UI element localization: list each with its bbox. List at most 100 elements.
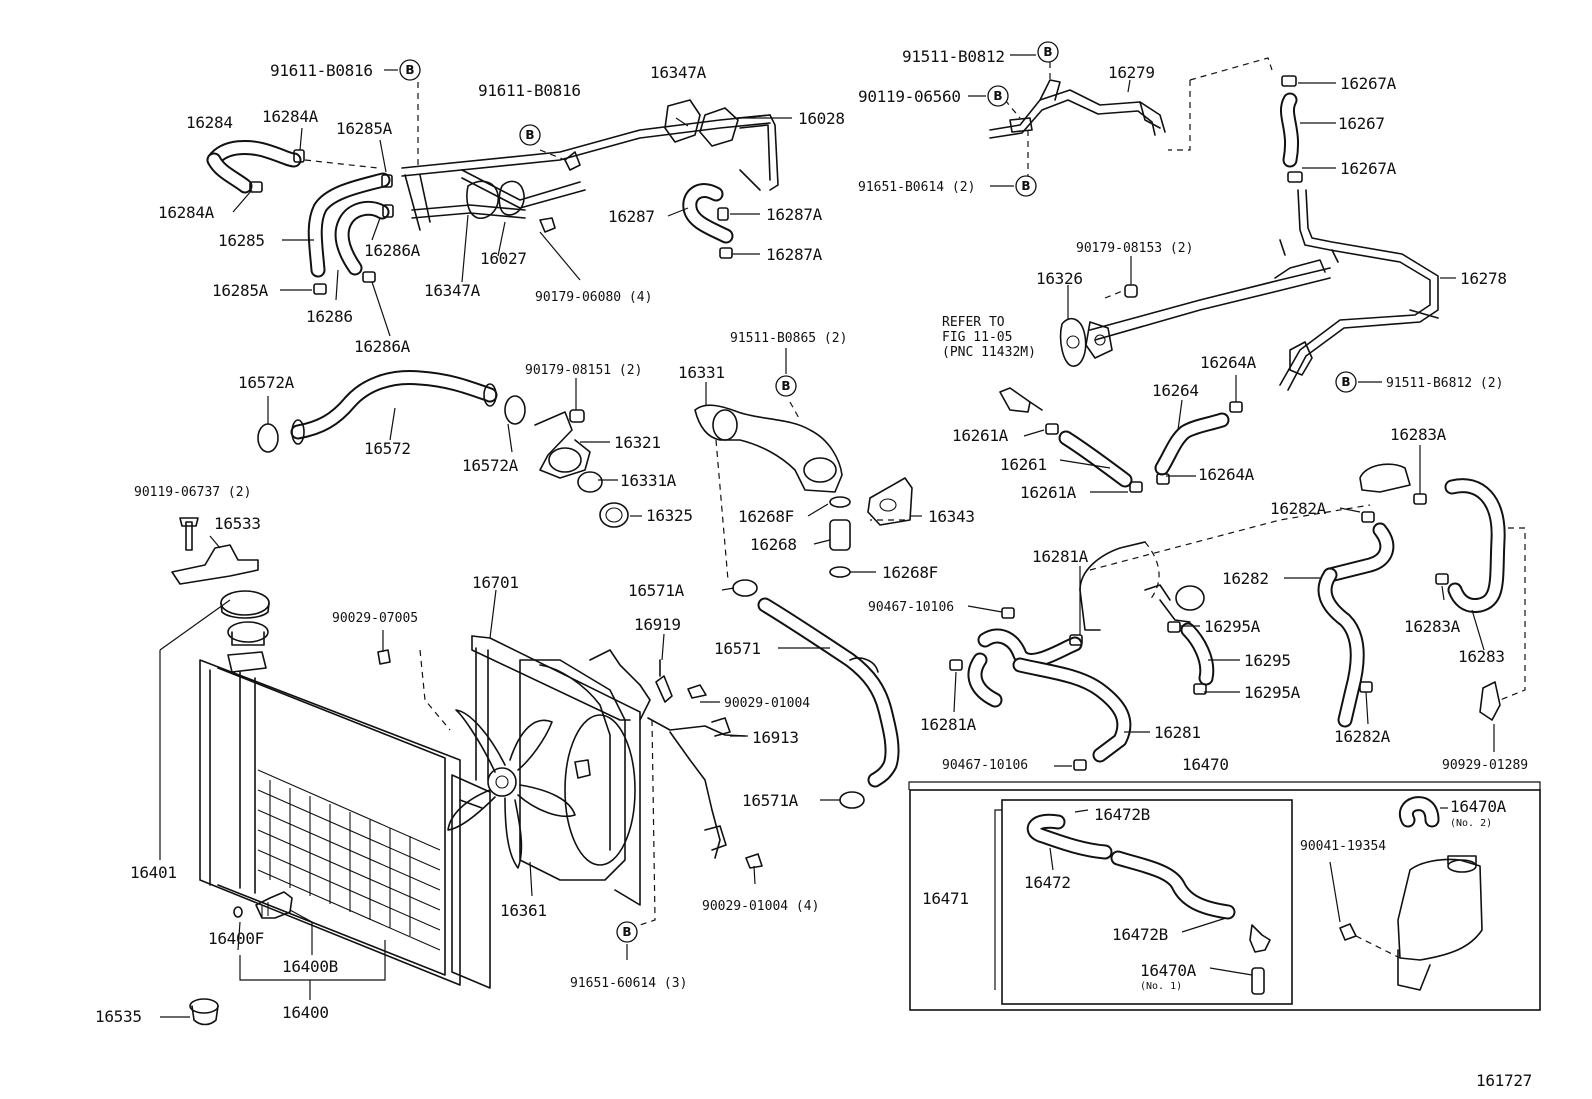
- part-label: 16267: [1338, 114, 1385, 133]
- inlet-hose-group: [257, 369, 629, 528]
- part-label: 16331A: [620, 471, 677, 490]
- part-label: 16295: [1244, 651, 1291, 670]
- part-label: 90029-01004 (4): [702, 899, 819, 914]
- part-label: 16572A: [462, 456, 519, 475]
- part-label: 16267A: [1340, 159, 1397, 178]
- part-label: 16470: [1182, 755, 1229, 774]
- part-label: 16264A: [1200, 353, 1257, 372]
- part-label: 16287A: [766, 245, 823, 264]
- part-label: 16347A: [650, 63, 707, 82]
- water-outlet-group: [694, 404, 913, 578]
- part-label: 16267A: [1340, 74, 1397, 93]
- part-label: 16283: [1458, 647, 1505, 666]
- reservoir-outer-box: [909, 789, 1541, 1011]
- part-label: 90029-01004: [724, 696, 810, 711]
- part-label: 16919: [634, 615, 681, 634]
- upper-right-pipe-group: [989, 75, 1439, 413]
- part-label: 90119-06560: [858, 87, 961, 106]
- reference-lines: [304, 57, 1273, 926]
- part-label: 16533: [214, 514, 261, 533]
- part-label: 16283A: [1390, 425, 1447, 444]
- svg-text:B: B: [405, 63, 414, 77]
- lower-hose-group: [732, 579, 900, 809]
- part-labels: 91611-B0816 91611-B0816 16347A 16028 162…: [95, 47, 1532, 1090]
- part-label: 16264: [1152, 381, 1199, 400]
- part-label: 16470A: [1140, 961, 1197, 980]
- part-label: 16282A: [1334, 727, 1391, 746]
- part-label: 91651-60614 (3): [570, 976, 687, 991]
- part-label: 16268F: [738, 507, 794, 526]
- reservoir-group: [908, 781, 1541, 1011]
- radiator-assembly: [171, 517, 491, 1026]
- part-label: 16261A: [952, 426, 1009, 445]
- part-label: 16361: [500, 901, 547, 920]
- part-label: 16287: [608, 207, 655, 226]
- refer-note-line: FIG 11-05: [942, 330, 1012, 345]
- part-label: 16278: [1460, 269, 1507, 288]
- part-label: 16343: [928, 507, 975, 526]
- part-label: 90179-08151 (2): [525, 363, 642, 378]
- part-label: 90929-01289: [1442, 758, 1528, 773]
- part-label: 16572: [364, 439, 411, 458]
- part-label: 16285A: [212, 281, 269, 300]
- svg-text:B: B: [993, 89, 1002, 103]
- refer-note-line: (PNC 11432M): [942, 345, 1036, 360]
- part-label: 16283A: [1404, 617, 1461, 636]
- reservoir-inner-box: [1001, 799, 1293, 1005]
- part-label: 90179-08153 (2): [1076, 241, 1193, 256]
- part-label: 16913: [752, 728, 799, 747]
- part-label: 16295A: [1244, 683, 1301, 702]
- part-label: 16472: [1024, 873, 1071, 892]
- bolt-marker: B: [1015, 175, 1037, 197]
- part-label: (No. 2): [1450, 818, 1492, 829]
- part-label: 91651-B0614 (2): [858, 180, 975, 195]
- part-label: 90467-10106: [942, 758, 1028, 773]
- part-label: 16347A: [424, 281, 481, 300]
- part-label: 91611-B0816: [270, 61, 373, 80]
- part-label: 90029-07005: [332, 611, 418, 626]
- svg-text:B: B: [781, 379, 790, 393]
- part-label: 16571A: [742, 791, 799, 810]
- part-label: 16472B: [1094, 805, 1150, 824]
- part-label: 16295A: [1204, 617, 1261, 636]
- part-label: 16572A: [238, 373, 295, 392]
- part-label: 16326: [1036, 269, 1083, 288]
- radiator-core-pattern: [257, 769, 441, 951]
- part-label: 90467-10106: [868, 600, 954, 615]
- bolt-marker: B: [1037, 41, 1059, 63]
- part-label: 16284A: [158, 203, 215, 222]
- svg-text:B: B: [1021, 179, 1030, 193]
- part-label: 16287A: [766, 205, 823, 224]
- part-label: 16285: [218, 231, 265, 250]
- svg-text:B: B: [1341, 375, 1350, 389]
- part-label: 16321: [614, 433, 661, 452]
- part-label: 16284: [186, 113, 233, 132]
- part-label: 16285A: [336, 119, 393, 138]
- bolt-marker: B: [1335, 371, 1357, 393]
- leader-lines: [159, 54, 1495, 1018]
- bolt-marker: B: [519, 124, 541, 146]
- bolt-marker: B: [399, 59, 421, 81]
- part-label: (No. 1): [1140, 981, 1182, 992]
- svg-text:B: B: [1043, 45, 1052, 59]
- part-label: 16286: [306, 307, 353, 326]
- heater-hose-group: [1045, 401, 1243, 493]
- part-label: 16401: [130, 863, 177, 882]
- bolt-marker: B: [616, 921, 638, 943]
- part-label: 16400: [282, 1003, 329, 1022]
- part-label: 16286A: [354, 337, 411, 356]
- part-label: 16535: [95, 1007, 142, 1026]
- part-label: 16261A: [1020, 483, 1077, 502]
- bolt-marker: B: [775, 375, 797, 397]
- part-label: 16470A: [1450, 797, 1507, 816]
- part-label: 16284A: [262, 107, 319, 126]
- fan-shroud-assembly: [377, 635, 763, 906]
- part-label: 16281A: [1032, 547, 1089, 566]
- part-label: 16471: [922, 889, 969, 908]
- part-label: 16268F: [882, 563, 938, 582]
- bolt-markers: B B B B B B B B: [399, 41, 1357, 943]
- part-label: 91611-B0816: [478, 81, 581, 100]
- refer-note-line: REFER TO: [942, 315, 1005, 330]
- part-label: 90041-19354: [1300, 839, 1386, 854]
